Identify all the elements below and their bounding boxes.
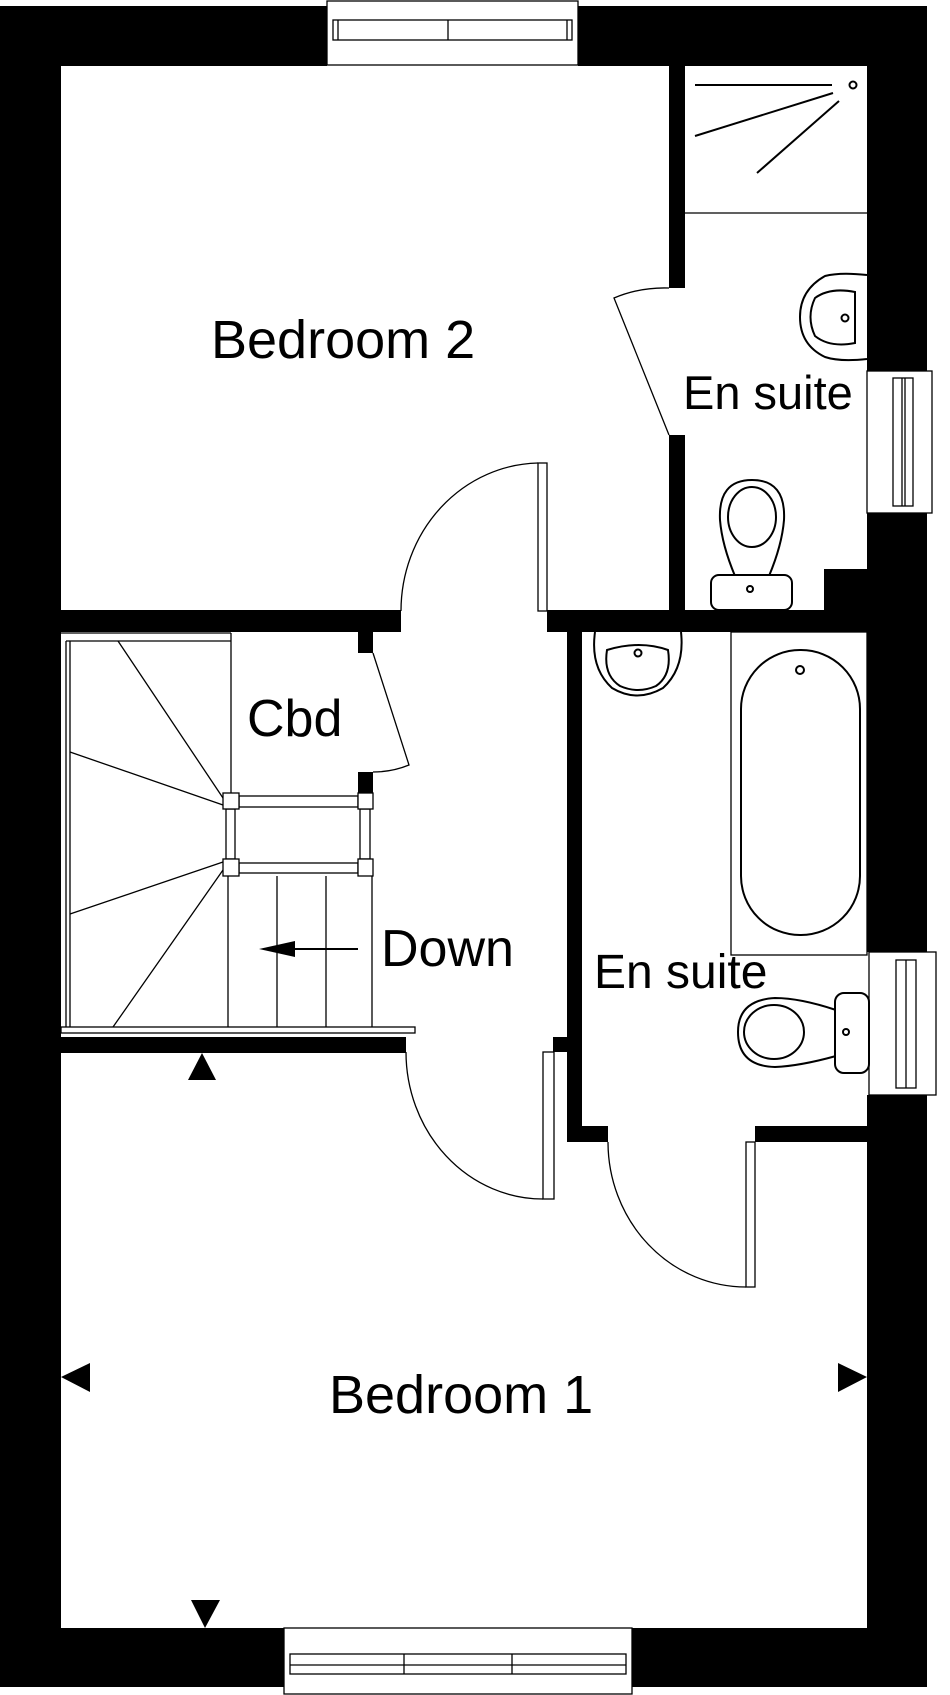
wall-top-left: [0, 6, 327, 66]
wall-right-1: [867, 6, 927, 371]
room-label-bedroom-2: Bedroom 2: [211, 310, 475, 370]
wall-bottom-left: [0, 1628, 289, 1687]
basin-upper-icon: [798, 272, 868, 362]
room-label-en-suite-upper: En suite: [683, 366, 853, 419]
marker-triangle-up-icon: [188, 1053, 216, 1080]
door-en-suite-lower[interactable]: [607, 1141, 756, 1288]
marker-triangle-down-icon: [191, 1600, 220, 1628]
wall-cupboard-stub-top: [358, 632, 373, 653]
room-label-en-suite-lower: En suite: [594, 946, 767, 999]
window-top: [326, 0, 579, 66]
wall-middle-right: [547, 610, 867, 632]
door-bedroom-2[interactable]: [400, 462, 548, 612]
wall-stub-hall: [553, 1037, 567, 1052]
stairs-label-down: Down: [381, 920, 514, 978]
basin-lower-icon: [593, 631, 683, 697]
stairs-down-arrow-icon: [259, 941, 358, 957]
walls: [0, 6, 927, 1687]
wall-ensuite-partition-bottom: [669, 435, 685, 611]
window-right-upper: [866, 370, 933, 514]
window-right-lower: [868, 951, 937, 1096]
wall-bottom-right: [626, 1628, 927, 1687]
room-label-bedroom-1: Bedroom 1: [329, 1365, 593, 1425]
door-en-suite-upper[interactable]: [613, 287, 670, 436]
marker-triangle-left-icon: [61, 1363, 90, 1392]
wall-right-3: [867, 1095, 927, 1687]
marker-triangle-right-icon: [838, 1363, 867, 1392]
staircase: [60, 632, 416, 1034]
window-bottom: [283, 1627, 633, 1695]
wall-cupboard-stub-bottom: [358, 772, 373, 793]
room-label-cupboard: Cbd: [247, 690, 342, 748]
wall-ensuite-notch: [824, 569, 867, 611]
bath-icon: [730, 631, 868, 956]
wall-middle-left: [61, 610, 401, 632]
wall-stair-bottom: [61, 1037, 406, 1053]
balustrade: [222, 792, 374, 877]
door-cupboard[interactable]: [372, 652, 410, 773]
toilet-lower-icon: [736, 992, 870, 1074]
wall-right-2: [867, 513, 927, 952]
shower-icon: [685, 80, 867, 214]
door-bedroom-1[interactable]: [405, 1051, 555, 1200]
wall-bathroom-bottom-right: [755, 1126, 867, 1142]
wall-left-outer: [0, 6, 61, 1687]
wall-bathroom-bottom-left: [567, 1126, 608, 1142]
wall-bathroom-left: [567, 632, 582, 1142]
toilet-upper-icon: [710, 478, 793, 611]
wall-ensuite-partition-top: [669, 66, 685, 288]
